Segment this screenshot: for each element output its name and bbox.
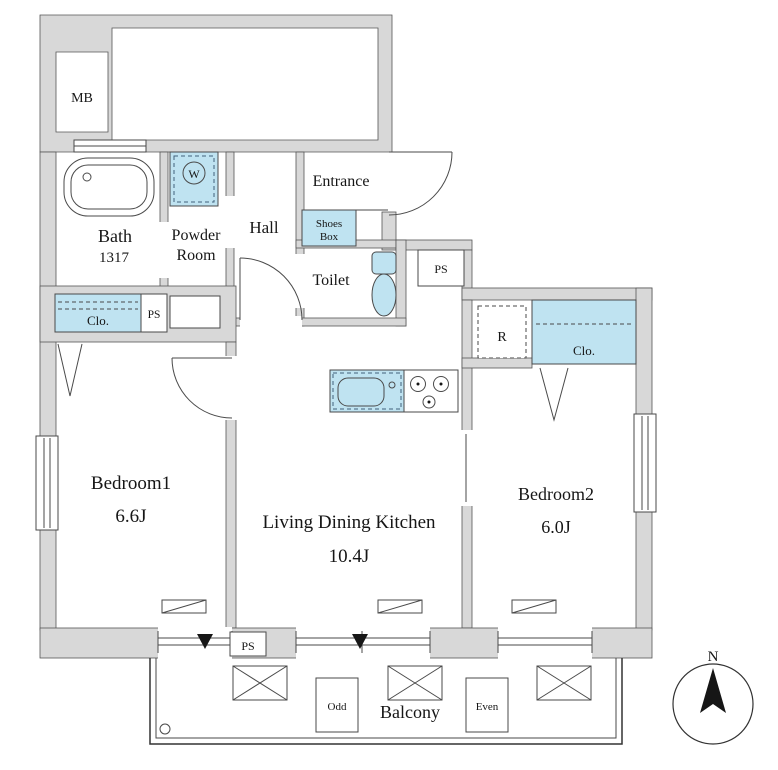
ps-bottom-label: PS (241, 639, 254, 653)
powder-room-label-line2: Room (176, 247, 216, 264)
top-structure-wall (39, 14, 393, 153)
ps-left-box (140, 293, 168, 333)
bathtub (63, 157, 155, 217)
bedroom1-side-window (35, 435, 59, 531)
toilet-label: Toilet (312, 272, 350, 289)
entrance-label: Entrance (313, 173, 370, 190)
toilet-door-opening (294, 254, 306, 308)
balcony-partition-3 (536, 665, 592, 701)
balcony (149, 658, 623, 745)
windows (35, 139, 657, 659)
stove (403, 369, 459, 413)
washer-label: W (188, 167, 200, 181)
ps-bottom-box (229, 631, 267, 657)
washing-machine (169, 151, 219, 207)
closet-right-folding-door (539, 367, 569, 422)
balcony-partition-2 (387, 665, 443, 701)
balcony-drain (159, 723, 171, 735)
bedroom2-balcony-window (497, 627, 593, 659)
mb-label: MB (71, 91, 93, 106)
bath-label: Bath (98, 226, 132, 246)
refrigerator-label: R (497, 330, 507, 345)
labels: MB Bath 1317 Powder Room Hall Entrance S… (71, 91, 718, 722)
even-label: Even (476, 701, 499, 713)
bedroom1-door (171, 357, 233, 419)
toilet-fixture (371, 251, 397, 317)
balcony-label: Balcony (380, 702, 440, 722)
fridge-nook-wall (461, 357, 533, 369)
bedroom2-label: Bedroom2 (518, 484, 594, 504)
ldk-label: Living Dining Kitchen (262, 512, 436, 533)
ps-top-box (417, 249, 465, 287)
ac-unit-markers (161, 599, 557, 614)
hall-door (239, 257, 303, 321)
bath-door-opening (157, 222, 171, 278)
shoes-box-label-line2: Box (320, 231, 339, 243)
bath-window (73, 139, 147, 153)
doors (57, 151, 569, 502)
bedroom1-balcony-window (157, 627, 233, 659)
closet-right (531, 299, 637, 365)
north-east-wall (395, 239, 473, 251)
hall-label: Hall (249, 218, 279, 237)
entrance-door (388, 151, 453, 216)
left-wall (39, 151, 57, 631)
closet-left-label: Clo. (87, 313, 109, 328)
window-marker-left-icon (197, 634, 213, 649)
ldk-size-label: 10.4J (329, 546, 370, 567)
bedroom1-door-opening (224, 356, 238, 420)
vanity-box (169, 295, 221, 329)
closet-left-folding-door (57, 343, 83, 397)
hall-ldk-opening (240, 316, 302, 328)
north-arrow-icon (700, 668, 726, 713)
powder-door-opening (224, 196, 236, 248)
ps-left-label: PS (148, 309, 161, 321)
powder-room-label-line1: Powder (172, 227, 222, 244)
bedroom1-size-label: 6.6J (115, 506, 146, 527)
closet-left (54, 293, 142, 333)
bedroom2-size-label: 6.0J (541, 517, 571, 537)
odd-box (315, 677, 359, 733)
north-label: N (708, 649, 719, 665)
bedroom2-side-window (633, 413, 657, 513)
shoes-box (301, 209, 357, 247)
refrigerator-space-box (477, 305, 527, 359)
balcony-partition-1 (232, 665, 288, 701)
closet-right-label: Clo. (573, 343, 595, 358)
toilet-right-wall (395, 239, 407, 327)
even-box (465, 677, 509, 733)
odd-label: Odd (328, 701, 347, 713)
ps-top-label: PS (434, 262, 447, 276)
shoes-box-label-line1: Shoes (316, 218, 342, 230)
bedroom1-label: Bedroom1 (91, 473, 171, 494)
bath-size-label: 1317 (99, 250, 130, 266)
window-marker-right-icon (352, 634, 368, 649)
service-boxes (54, 209, 637, 657)
east-top-wall (461, 287, 653, 301)
bedroom2-door-opening (460, 430, 474, 506)
kitchen-sink-counter (329, 369, 405, 413)
north-compass (672, 663, 754, 745)
